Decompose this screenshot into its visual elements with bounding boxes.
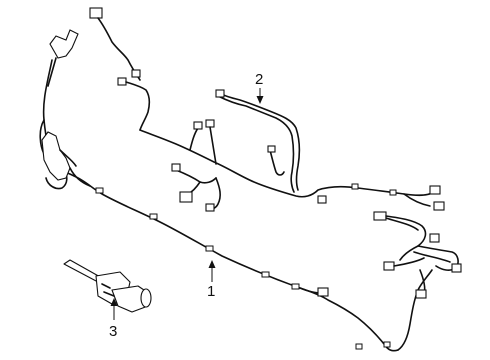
right-lower-harness-cluster xyxy=(373,211,462,299)
harness-connector xyxy=(117,77,127,86)
harness-connector xyxy=(205,203,215,212)
callout-3: 3 xyxy=(109,323,117,340)
harness-connector xyxy=(415,289,427,299)
harness-connector xyxy=(429,185,441,195)
harness-clip xyxy=(351,183,359,190)
harness-connector xyxy=(89,7,103,19)
callout-1: 1 xyxy=(207,283,215,300)
harness-connector xyxy=(373,211,387,221)
harness-clip xyxy=(291,283,300,290)
harness-connector xyxy=(179,191,193,203)
harness-connector xyxy=(383,261,395,271)
harness-clip xyxy=(261,271,270,278)
harness-clip xyxy=(149,213,158,220)
harness-connector xyxy=(433,201,445,211)
callout-2-group: 2 xyxy=(255,71,264,104)
harness-connector xyxy=(429,233,440,243)
upper-wiring-harness xyxy=(89,7,445,212)
harness-connector xyxy=(317,195,327,204)
sensor-part-3 xyxy=(63,259,152,313)
harness-connector xyxy=(317,287,329,297)
harness-connector xyxy=(193,121,203,130)
bumper-wiring-harness xyxy=(39,29,433,352)
harness-connector xyxy=(171,163,181,172)
harness-clip xyxy=(355,343,363,350)
callout-1-group: 1 xyxy=(207,260,216,300)
harness-connector xyxy=(131,69,141,78)
harness-clip xyxy=(389,189,397,196)
harness-connector xyxy=(215,89,225,98)
callout-3-group: 3 xyxy=(109,298,118,340)
harness-connector xyxy=(267,145,276,153)
harness-clip xyxy=(95,187,104,194)
harness-connector xyxy=(205,119,215,128)
harness-clip xyxy=(383,341,391,348)
harness-clip xyxy=(205,245,214,252)
left-bracket xyxy=(49,29,79,59)
harness-connector xyxy=(451,263,462,273)
callout-2: 2 xyxy=(255,71,263,88)
